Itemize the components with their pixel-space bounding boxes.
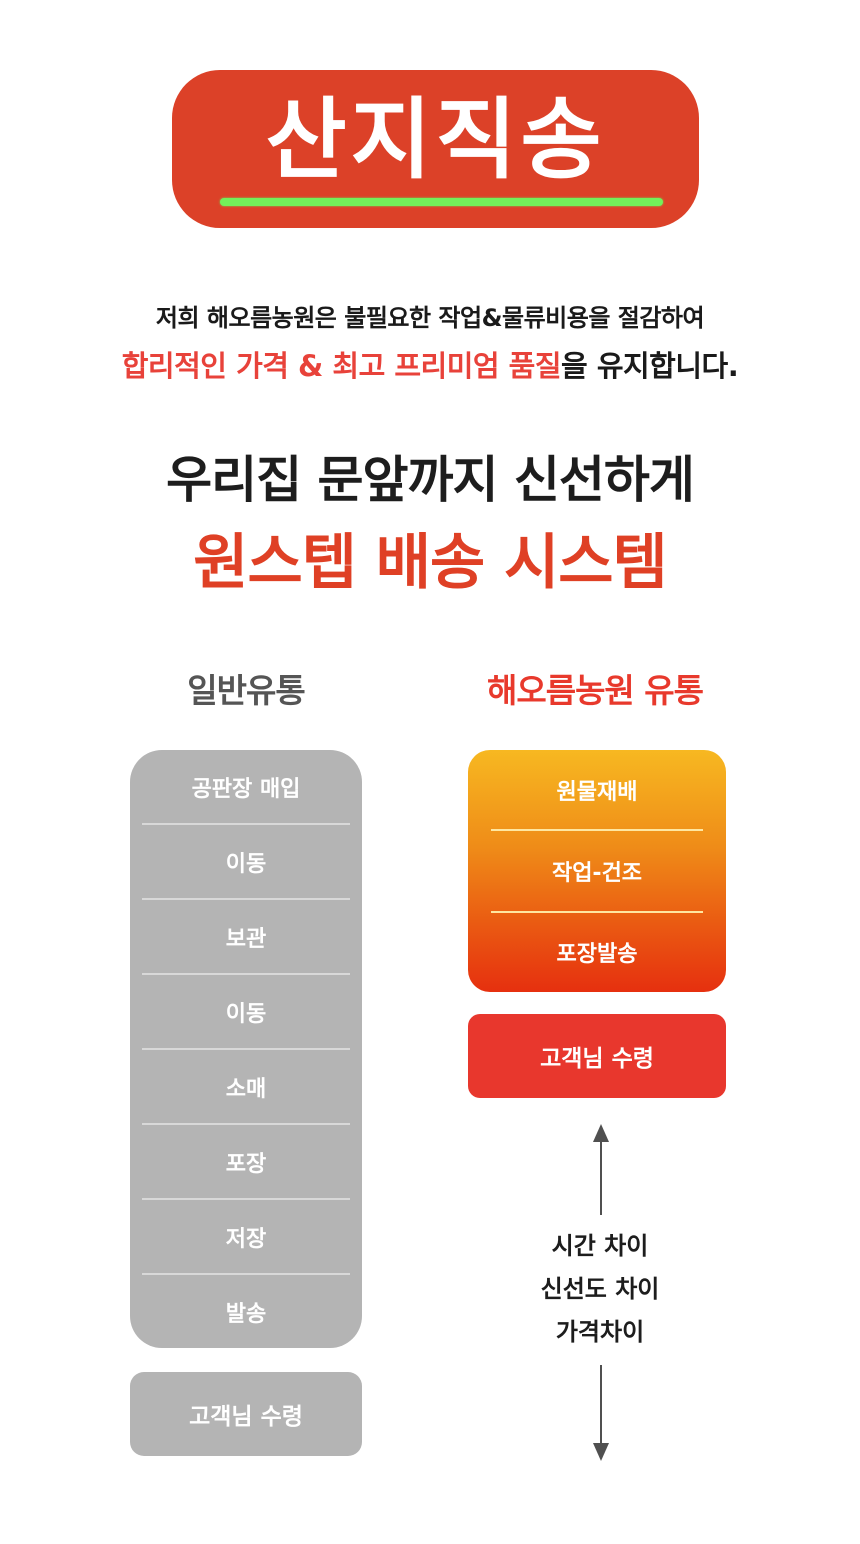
general-distribution-title: 일반유통 — [187, 671, 305, 710]
general-step: 이동 — [142, 975, 350, 1050]
farm-distribution-steps: 원물재배 작업-건조 포장발송 — [468, 750, 726, 992]
arrow-down-icon — [593, 1365, 609, 1461]
farm-customer-receive: 고객님 수령 — [468, 1014, 726, 1098]
farm-distribution-title: 해오름농원 유통 — [486, 671, 704, 710]
arrow-head-up-icon — [593, 1124, 609, 1142]
hero-title: 산지직송 — [265, 88, 606, 191]
farm-step: 포장발송 — [556, 942, 638, 968]
general-step: 포장 — [142, 1125, 350, 1200]
general-distribution-steps: 공판장 매입 이동 보관 이동 소매 포장 저장 발송 — [130, 750, 362, 1348]
intro-highlight: 합리적인 가격 & 최고 프리미엄 품질 — [121, 349, 562, 383]
hero-badge: 산지직송 — [172, 70, 699, 228]
general-step: 보관 — [142, 900, 350, 975]
general-step: 발송 — [225, 1301, 267, 1327]
general-customer-receive: 고객님 수령 — [130, 1372, 362, 1456]
headline-line-2: 원스텝 배송 시스템 — [193, 528, 667, 598]
difference-item: 신선도 차이 — [540, 1275, 660, 1303]
difference-list: 시간 차이 신선도 차이 가격차이 — [500, 1225, 700, 1354]
intro-line-2-rest: 을 유지합니다. — [561, 349, 739, 383]
general-step: 이동 — [142, 825, 350, 900]
arrow-up-icon — [593, 1124, 609, 1215]
farm-step: 작업-건조 — [491, 831, 703, 913]
general-step: 저장 — [142, 1200, 350, 1275]
arrow-head-down-icon — [593, 1443, 609, 1461]
farm-step: 원물재배 — [491, 750, 703, 832]
general-step: 소매 — [142, 1050, 350, 1125]
intro-line-2: 합리적인 가격 & 최고 프리미엄 품질을 유지합니다. — [0, 343, 860, 385]
headline-line-1: 우리집 문앞까지 신선하게 — [166, 451, 695, 509]
hero-underline-decoration — [220, 198, 663, 206]
general-step: 공판장 매입 — [142, 750, 350, 825]
difference-item: 가격차이 — [555, 1318, 645, 1346]
difference-item: 시간 차이 — [551, 1232, 649, 1260]
intro-line-1: 저희 해오름농원은 불필요한 작업&물류비용을 절감하여 — [155, 304, 705, 332]
